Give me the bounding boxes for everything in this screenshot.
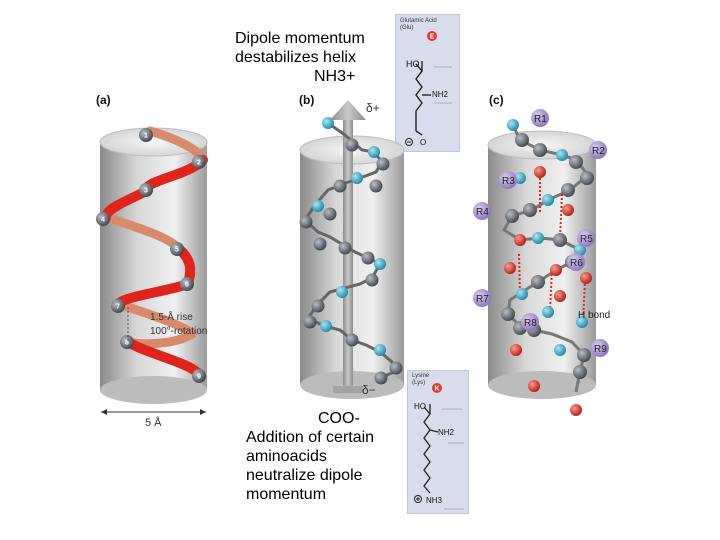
svg-text:3: 3 <box>144 188 148 195</box>
r-group-2: R2 <box>589 141 607 159</box>
lysine-nh3: NH3 <box>426 496 443 505</box>
lysine-card: Lysine (Lys) K HO NH2 NH3 <box>407 370 469 514</box>
svg-text:5: 5 <box>175 247 179 254</box>
svg-text:4: 4 <box>101 217 105 224</box>
lysine-ho: HO <box>414 402 426 411</box>
bottom-caption-line-5: momentum <box>246 486 327 503</box>
glutamic-acid-card: Glutamic Acid (Glu) E HO NH2 O <box>395 14 460 152</box>
lysine-card-title: Lysine <box>412 373 430 379</box>
panel-a-helix-ribbon <box>101 126 208 381</box>
lysine-structure: K HO NH2 NH3 <box>414 383 464 510</box>
svg-text:R9: R9 <box>594 344 607 355</box>
top-caption-line-2: destabilizes helix <box>235 49 356 66</box>
rise-label: 1.5-Å rise <box>150 310 193 323</box>
rotation-label: 100°-rotation <box>150 326 207 337</box>
residue-5: 5 <box>170 242 184 256</box>
svg-text:R7: R7 <box>476 294 489 305</box>
residue-2: 2 <box>192 155 206 169</box>
panel-a-residues: 1 2 3 4 5 6 7 8 9 <box>96 128 206 383</box>
svg-text:6: 6 <box>185 282 189 289</box>
svg-text:R4: R4 <box>476 207 489 218</box>
svg-text:9: 9 <box>197 374 201 381</box>
top-caption-line-3: NH3+ <box>314 68 356 85</box>
r-group-3: R3 <box>499 171 517 189</box>
r-group-8: R8 <box>521 313 539 331</box>
svg-text:8: 8 <box>125 340 129 347</box>
svg-text:R1: R1 <box>534 114 547 125</box>
glutamic-backbone <box>415 63 423 131</box>
panel-label-c: (c) <box>489 93 504 107</box>
delta-minus-label: δ− <box>362 383 376 397</box>
lysine-backbone <box>423 406 431 494</box>
residue-1: 1 <box>139 128 153 142</box>
lysine-card-abbr: (Lys) <box>412 380 426 386</box>
svg-text:R2: R2 <box>592 146 605 157</box>
r-group-9: R9 <box>591 339 609 357</box>
panel-c-atoms <box>501 119 594 416</box>
svg-text:R3: R3 <box>502 176 515 187</box>
residue-8: 8 <box>120 335 134 349</box>
r-group-4: R4 <box>473 202 491 220</box>
svg-text:1: 1 <box>144 133 148 140</box>
panel-b-cylinder <box>299 135 405 399</box>
lysine-letter: K <box>434 386 439 393</box>
lysine-positive-charge <box>414 495 422 503</box>
glutamic-o-minus: O <box>420 138 426 147</box>
svg-text:R6: R6 <box>570 258 583 269</box>
glutamic-nh2: NH2 <box>432 90 449 99</box>
r-group-5: R5 <box>577 229 595 247</box>
residue-4: 4 <box>96 212 110 226</box>
panel-label-a: (a) <box>96 93 111 107</box>
r-group-7: R7 <box>473 289 491 307</box>
panel-label-b: (b) <box>299 93 315 107</box>
glutamic-structure: E HO NH2 O <box>405 31 452 147</box>
residue-3: 3 <box>139 183 153 197</box>
residue-7: 7 <box>111 299 125 313</box>
delta-plus-label: δ+ <box>366 101 380 115</box>
residue-9: 9 <box>192 369 206 383</box>
top-caption: Dipole momentum destabilizes helix NH3+ <box>235 29 405 86</box>
diameter-label: 5 Å <box>145 416 162 429</box>
panel-c-hbonds <box>518 178 586 323</box>
svg-text:7: 7 <box>116 304 120 311</box>
dipole-arrow <box>330 100 366 393</box>
glutamic-negative-charge <box>405 138 413 146</box>
glutamic-letter-badge <box>427 31 437 41</box>
panel-c-r-groups: R1 R2 R3 R4 R5 R6 R7 R8 R9 <box>473 109 609 357</box>
glutamic-card-abbr: (Glu) <box>400 25 414 31</box>
glutamic-letter: E <box>430 34 435 41</box>
panel-b-backbone <box>303 121 396 380</box>
lysine-nh2: NH2 <box>438 428 455 437</box>
svg-text:R5: R5 <box>580 234 593 245</box>
panel-c-bonds <box>501 124 591 393</box>
glutamic-card-title: Glutamic Acid <box>400 18 437 24</box>
svg-text:R8: R8 <box>524 318 537 329</box>
bottom-caption-line-2: Addition of certain <box>246 429 375 446</box>
panel-a-cylinder <box>99 127 208 404</box>
bottom-caption-line-1: COO- <box>318 410 360 427</box>
r-group-1: R1 <box>531 109 549 127</box>
bottom-caption: COO- Addition of certain aminoacids neut… <box>246 409 416 504</box>
panel-b-atoms <box>299 117 403 385</box>
top-caption-line-1: Dipole momentum <box>235 30 365 47</box>
lysine-letter-badge <box>432 383 442 393</box>
diameter-arrow <box>101 409 206 415</box>
r-group-6: R6 <box>567 253 585 271</box>
panel-c-cylinder <box>487 130 597 399</box>
bottom-caption-line-3: aminoacids <box>246 448 327 465</box>
hbond-label: H bond <box>578 310 610 321</box>
residue-6: 6 <box>180 277 194 291</box>
glutamic-ho: HO <box>406 59 420 69</box>
svg-text:2: 2 <box>197 160 201 167</box>
bottom-caption-line-4: neutralize dipole <box>246 467 363 484</box>
